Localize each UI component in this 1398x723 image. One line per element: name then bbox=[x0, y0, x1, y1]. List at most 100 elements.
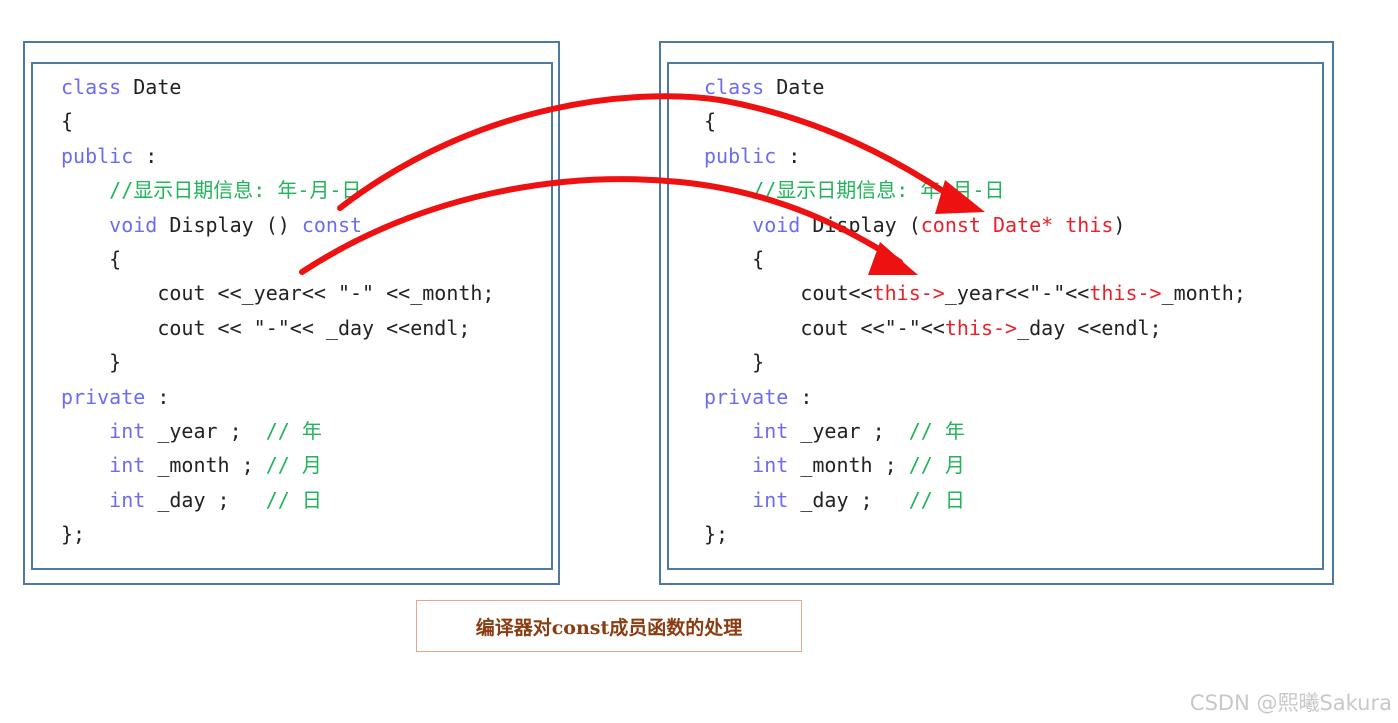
left-code-token: // 日 bbox=[265, 487, 322, 512]
left-code-token: _year ; bbox=[145, 418, 266, 443]
right-code-line: private : bbox=[704, 380, 1246, 414]
left-code-token bbox=[61, 419, 109, 443]
left-code-token: }; bbox=[61, 522, 86, 547]
left-code-token: public bbox=[61, 143, 134, 168]
left-code-token: { bbox=[61, 109, 74, 134]
left-code-token: void bbox=[109, 212, 158, 237]
right-code-token: _month; bbox=[1161, 281, 1246, 306]
left-code-line: cout <<_year<< "-" <<_month; bbox=[61, 276, 494, 310]
left-code-token: : bbox=[145, 384, 170, 409]
left-code-line: int _month ; // 月 bbox=[61, 448, 494, 482]
right-code-token: _day ; bbox=[788, 487, 909, 512]
right-code-line: int _year ; // 年 bbox=[704, 414, 1246, 448]
right-code-line: int _month ; // 月 bbox=[704, 448, 1246, 482]
left-code-line: int _year ; // 年 bbox=[61, 414, 494, 448]
right-code-token: int bbox=[752, 453, 789, 478]
left-code-token: } bbox=[61, 350, 122, 375]
right-panel-inner-frame bbox=[667, 62, 1324, 570]
right-panel-outer-frame bbox=[659, 41, 1334, 585]
right-code-token: const Date* this bbox=[920, 212, 1114, 237]
left-code-token: : bbox=[133, 143, 158, 168]
right-code-token: //显示日期信息: 年-月-日 bbox=[752, 178, 1005, 203]
right-code-token: _year<<"-"<< bbox=[944, 281, 1090, 306]
right-code-token: cout<< bbox=[704, 281, 873, 306]
right-code-token: this-> bbox=[1089, 281, 1162, 306]
right-code-token: _month ; bbox=[788, 453, 909, 478]
left-code-token: int bbox=[109, 487, 146, 512]
right-code-token: _year ; bbox=[788, 418, 909, 443]
right-code-token: class bbox=[704, 75, 765, 99]
right-code-token: }; bbox=[704, 522, 729, 547]
right-code-token: public bbox=[704, 143, 777, 168]
right-code-token: // 年 bbox=[908, 418, 965, 443]
left-code-token bbox=[61, 178, 109, 202]
right-code-line: cout<<this->_year<<"-"<<this->_month; bbox=[704, 276, 1246, 310]
right-code-token: { bbox=[704, 109, 717, 134]
left-code-line: private : bbox=[61, 380, 494, 414]
left-panel-outer-frame bbox=[23, 41, 560, 585]
left-code-token bbox=[61, 453, 109, 477]
left-code-line: cout << "-"<< _day <<endl; bbox=[61, 311, 494, 345]
left-code-token: Date bbox=[121, 75, 182, 99]
right-code-token bbox=[704, 419, 752, 443]
left-code-token: //显示日期信息: 年-月-日 bbox=[109, 178, 362, 203]
left-code-token: Display () bbox=[157, 212, 302, 237]
right-code-token: this-> bbox=[872, 281, 945, 306]
left-code-line: }; bbox=[61, 517, 494, 551]
right-code-line: { bbox=[704, 242, 1246, 276]
right-code-token: cout <<"-"<< bbox=[704, 315, 945, 340]
left-code-token bbox=[61, 488, 109, 512]
right-code-token: int bbox=[752, 418, 789, 443]
right-code-line: { bbox=[704, 104, 1246, 138]
right-code-token: Date bbox=[764, 75, 825, 99]
right-code-token: : bbox=[788, 384, 813, 409]
right-code-token: } bbox=[704, 350, 765, 375]
right-code-token: // 日 bbox=[908, 487, 965, 512]
right-code-token bbox=[704, 453, 752, 477]
left-code-line: { bbox=[61, 104, 494, 138]
left-code-token: // 年 bbox=[265, 418, 322, 443]
left-code-line: class Date bbox=[61, 70, 494, 104]
right-code-token: : bbox=[776, 143, 801, 168]
left-code-token: int bbox=[109, 418, 146, 443]
right-code-token: Display ( bbox=[800, 212, 921, 237]
watermark: CSDN @熙曦Sakura bbox=[1189, 691, 1392, 715]
left-code-token: _day ; bbox=[145, 487, 266, 512]
right-code-token bbox=[704, 488, 752, 512]
left-code-token: _month ; bbox=[145, 453, 266, 478]
right-code-line: cout <<"-"<<this->_day <<endl; bbox=[704, 311, 1246, 345]
left-code-token bbox=[61, 213, 109, 237]
right-code-token bbox=[704, 178, 752, 202]
left-code-line: } bbox=[61, 345, 494, 379]
right-code-token: this-> bbox=[944, 315, 1018, 340]
right-code-line: void Display (const Date* this) bbox=[704, 208, 1246, 242]
left-code-token: { bbox=[61, 246, 122, 271]
left-code-token: cout << "-"<< _day <<endl; bbox=[61, 315, 471, 340]
left-code-token: const bbox=[301, 212, 363, 237]
left-code-line: void Display () const bbox=[61, 208, 494, 242]
left-code-line: int _day ; // 日 bbox=[61, 483, 494, 517]
right-code-line: public : bbox=[704, 139, 1246, 173]
right-code-token: // 月 bbox=[908, 453, 965, 478]
left-code-token: private bbox=[61, 384, 146, 409]
right-code-token: _day <<endl; bbox=[1017, 315, 1162, 340]
right-code-token: { bbox=[704, 246, 765, 271]
left-code-token: int bbox=[109, 453, 146, 478]
right-code-token: ) bbox=[1113, 212, 1126, 237]
right-code-line: } bbox=[704, 345, 1246, 379]
right-code-token: private bbox=[704, 384, 789, 409]
diagram-caption: 编译器对const成员函数的处理 bbox=[416, 600, 802, 652]
left-panel-inner-frame bbox=[31, 62, 553, 570]
right-code-token bbox=[704, 213, 752, 237]
left-code-block: class Date { public : //显示日期信息: 年-月-日 void… bbox=[61, 70, 494, 551]
right-code-token: void bbox=[752, 212, 801, 237]
right-code-line: int _day ; // 日 bbox=[704, 483, 1246, 517]
right-code-line: }; bbox=[704, 517, 1246, 551]
left-code-line: //显示日期信息: 年-月-日 bbox=[61, 173, 494, 207]
left-code-token: cout <<_year<< "-" <<_month; bbox=[61, 281, 495, 306]
right-code-line: class Date bbox=[704, 70, 1246, 104]
left-code-line: public : bbox=[61, 139, 494, 173]
right-code-token: int bbox=[752, 487, 789, 512]
right-code-line: //显示日期信息: 年-月-日 bbox=[704, 173, 1246, 207]
left-code-token: class bbox=[61, 75, 122, 99]
